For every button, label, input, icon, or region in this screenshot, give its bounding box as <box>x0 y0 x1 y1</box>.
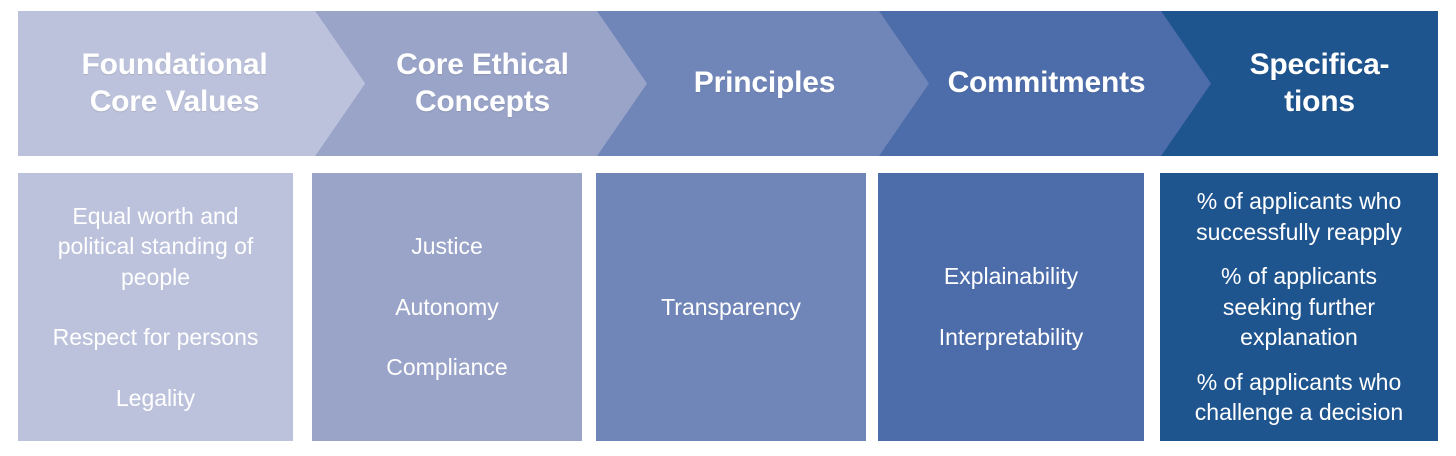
detail-item: Compliance <box>386 354 508 381</box>
chevron-step-principles[interactable]: Principles <box>597 11 944 156</box>
detail-box-specifications[interactable]: % of applicants who successfully reapply… <box>1160 173 1438 441</box>
detail-item: % of applicants seeking further explanat… <box>1221 263 1377 351</box>
chevron-step-core-ethical-concepts[interactable]: Core Ethical Concepts <box>315 11 662 156</box>
chevron-step-commitments[interactable]: Commitments <box>879 11 1226 156</box>
detail-item: % of applicants who successfully reapply <box>1196 187 1402 245</box>
detail-item: Autonomy <box>395 293 499 320</box>
detail-box-principles[interactable]: Transparency <box>596 173 866 441</box>
detail-box-core-ethical-concepts[interactable]: Justice Autonomy Compliance <box>312 173 582 441</box>
detail-box-foundational-core-values[interactable]: Equal worth and political standing of pe… <box>18 173 293 441</box>
detail-item: Respect for persons <box>52 324 259 351</box>
detail-box-commitments[interactable]: Explainability Interpretability <box>878 173 1144 441</box>
chevron-shape-2 <box>315 11 662 156</box>
chevron-label-5: Specifica- tions <box>1249 47 1390 118</box>
chevron-step-specifications[interactable]: Specifica- tions <box>1161 11 1438 156</box>
chevron-label-4: Commitments <box>947 66 1146 100</box>
detail-item: Justice <box>411 233 483 260</box>
chevron-shape-4 <box>879 11 1226 156</box>
detail-item: Equal worth and political standing of pe… <box>57 202 254 290</box>
detail-item: Explainability <box>943 263 1079 290</box>
chevron-shape-5 <box>1161 11 1438 156</box>
chevron-label-3: Principles <box>693 66 836 100</box>
detail-item: % of applicants who challenge a decision <box>1194 368 1404 426</box>
chevron-label-1: Foundational Core Values <box>81 47 268 118</box>
detail-item: Legality <box>115 384 196 411</box>
chevron-shape-3 <box>597 11 944 156</box>
detail-box-row: Equal worth and political standing of pe… <box>0 173 1456 441</box>
detail-item: Interpretability <box>938 324 1084 350</box>
chevron-header-band: Foundational Core Values Core Ethical Co… <box>0 11 1456 156</box>
detail-item: Transparency <box>661 293 801 320</box>
chevron-step-foundational-core-values[interactable]: Foundational Core Values <box>18 11 365 156</box>
chevron-label-2: Core Ethical Concepts <box>396 47 569 118</box>
chevron-shape-1 <box>18 11 365 156</box>
